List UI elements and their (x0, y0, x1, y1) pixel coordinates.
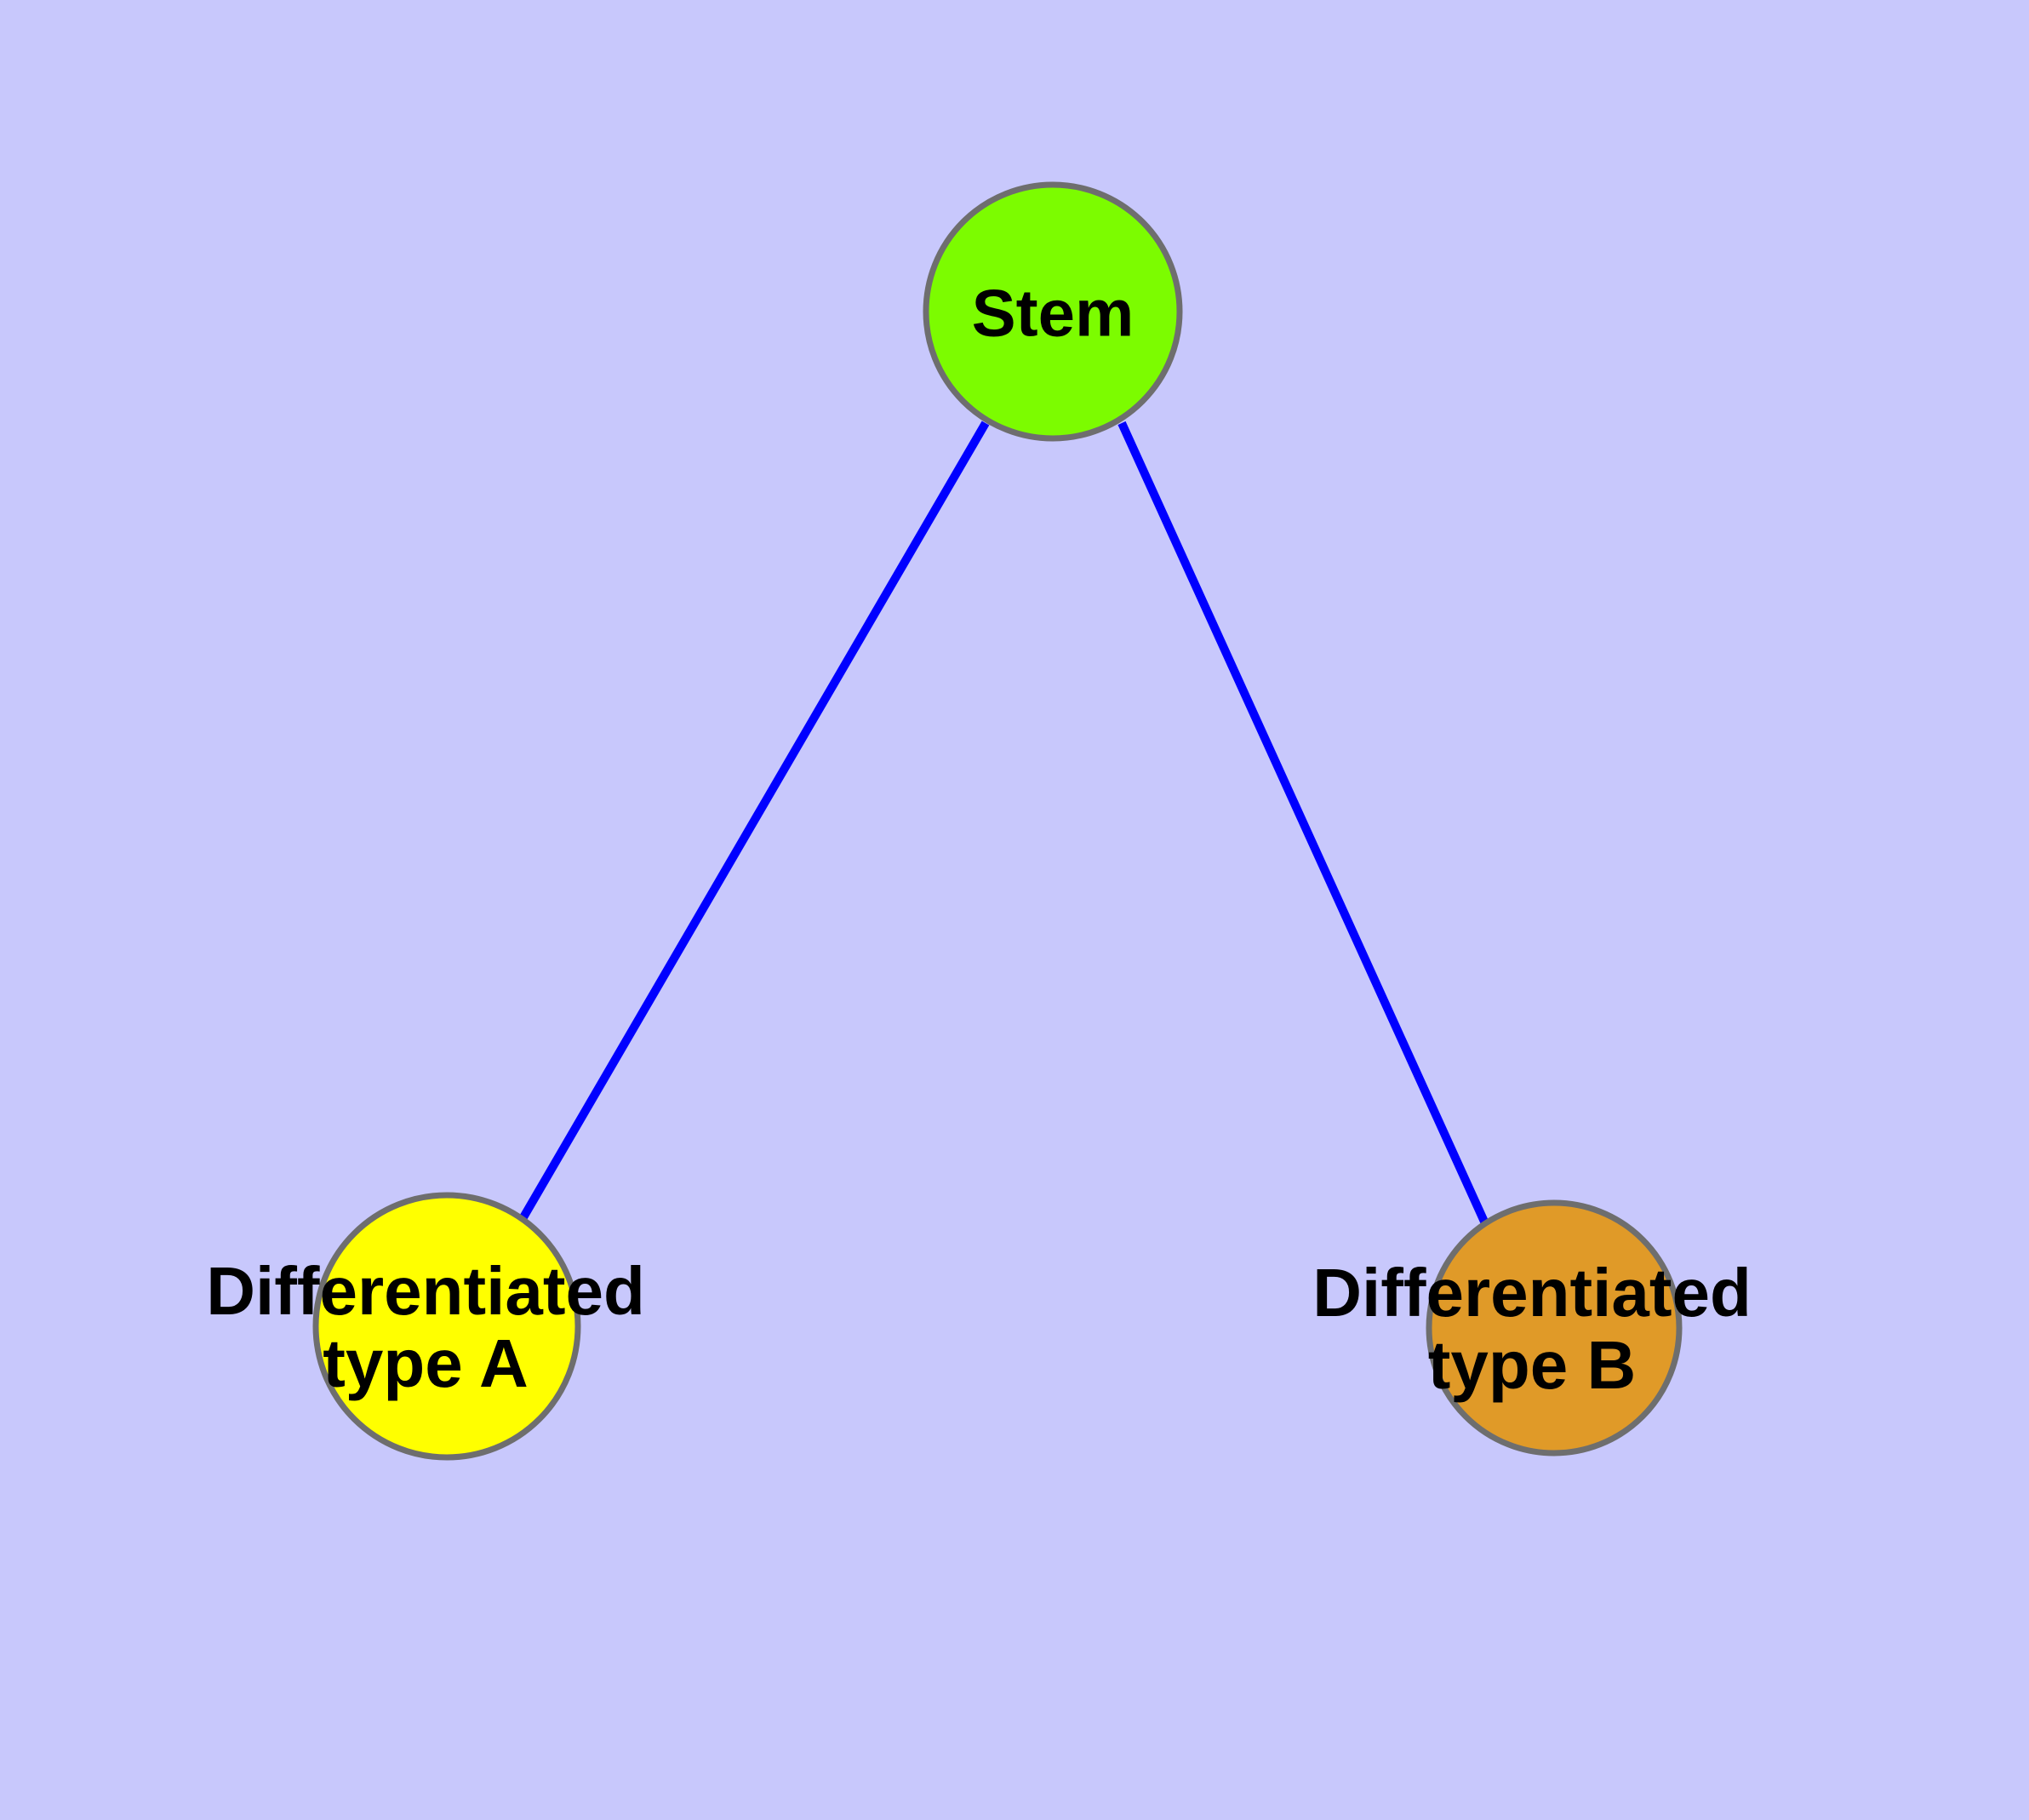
node-differentiated-type-b[interactable] (1426, 1199, 1683, 1457)
edge-stem-to-diff-b (1117, 421, 1489, 1224)
node-stem[interactable] (923, 181, 1183, 442)
edge-stem-to-diff-a (519, 421, 990, 1220)
node-differentiated-type-a[interactable] (312, 1192, 581, 1461)
